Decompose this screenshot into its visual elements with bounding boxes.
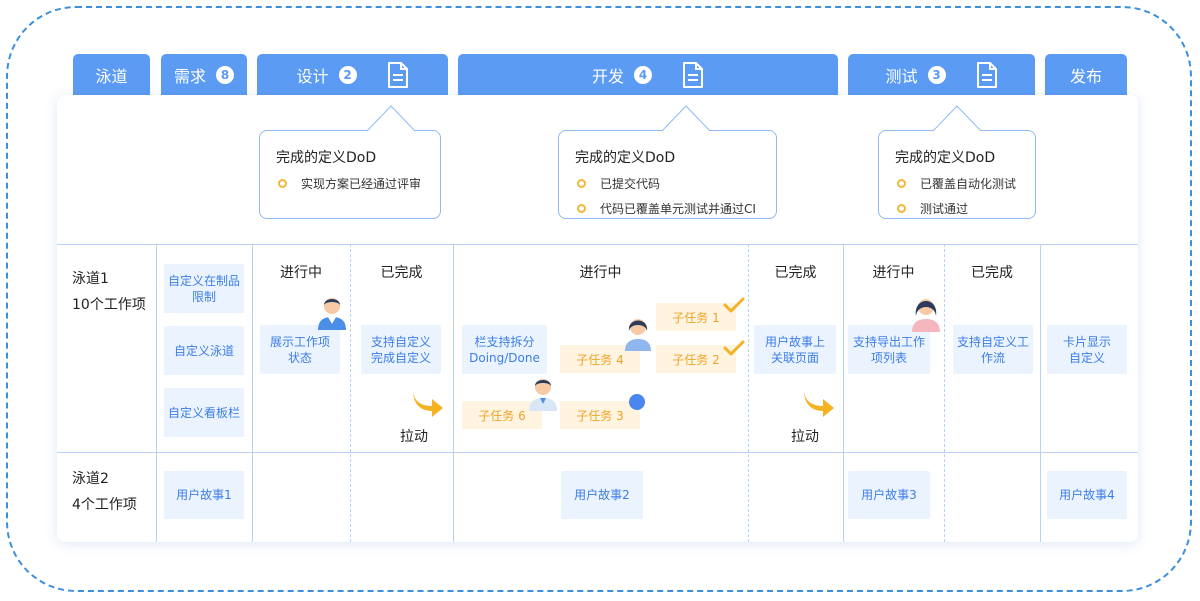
subtask-card[interactable]: 子任务 3: [560, 401, 640, 429]
column-title-design-done: 已完成: [380, 265, 423, 281]
header-development-label: 开发: [591, 67, 624, 86]
header-release[interactable]: 发布: [1045, 54, 1127, 96]
callout-pointer: [366, 105, 416, 132]
header-requirements-label: 需求: [173, 67, 206, 86]
column-title-test-doing: 进行中: [872, 265, 915, 281]
work-item-card[interactable]: 展示工作项状态: [260, 325, 340, 374]
header-lane-label: 泳道: [95, 67, 128, 86]
subtask-card[interactable]: 子任务 6: [462, 401, 542, 429]
bullet-icon: [577, 179, 586, 188]
grid-line: [252, 244, 253, 542]
grid-line: [57, 452, 1138, 453]
user-story-card[interactable]: 用户故事2: [561, 471, 643, 519]
work-item-card[interactable]: 用户故事上关联页面: [754, 325, 836, 374]
subtask-card[interactable]: 子任务 1: [656, 303, 736, 331]
work-item-card[interactable]: 支持自定义工作流: [953, 325, 1033, 374]
document-icon[interactable]: [682, 62, 704, 88]
column-title-design-doing: 进行中: [280, 265, 322, 281]
bullet-icon: [897, 179, 906, 188]
checkmark-icon: [723, 340, 745, 356]
dod-item: 代码已覆盖单元测试并通过CI: [575, 200, 760, 217]
dod-item: 实现方案已经通过评审: [276, 175, 424, 192]
dod-title: 完成的定义DoD: [276, 150, 377, 166]
document-icon[interactable]: [387, 62, 409, 88]
work-item-card[interactable]: 卡片显示自定义: [1047, 325, 1127, 374]
header-requirements[interactable]: 需求 8: [161, 54, 247, 96]
header-release-label: 发布: [1069, 67, 1102, 86]
work-item-card[interactable]: 栏支持拆分Doing/Done: [462, 325, 547, 374]
woman-avatar-icon: [912, 299, 940, 332]
header-design-label: 设计: [296, 67, 329, 86]
dod-callout-testing: 完成的定义DoD 已覆盖自动化测试 测试通过: [878, 130, 1036, 219]
column-title-dev-done: 已完成: [774, 265, 817, 281]
grid-line: [57, 244, 1138, 245]
work-item-card[interactable]: 自定义看板栏: [164, 388, 244, 437]
user-story-card[interactable]: 用户故事3: [848, 471, 930, 519]
grid-line: [944, 244, 945, 542]
woman-avatar-icon: [625, 319, 651, 351]
dod-title: 完成的定义DoD: [895, 150, 996, 166]
design-count-badge: 2: [338, 66, 357, 84]
work-item-card[interactable]: 支持导出工作项列表: [848, 325, 930, 374]
column-title-dev-doing: 进行中: [579, 265, 622, 281]
pull-label: 拉动: [791, 429, 819, 445]
dod-item: 已覆盖自动化测试: [895, 175, 1019, 192]
man-avatar-icon: [318, 298, 346, 330]
callout-pointer: [661, 105, 711, 132]
column-title-test-done: 已完成: [971, 265, 1013, 281]
development-count-badge: 4: [634, 66, 652, 84]
dod-title: 完成的定义DoD: [575, 150, 676, 166]
bullet-icon: [278, 179, 287, 188]
header-design[interactable]: 设计 2: [257, 54, 448, 96]
dod-item: 测试通过: [895, 200, 1019, 217]
dod-item: 已提交代码: [575, 175, 760, 192]
work-item-card[interactable]: 自定义泳道: [164, 326, 244, 375]
header-testing[interactable]: 测试 3: [848, 54, 1035, 96]
header-lane[interactable]: 泳道: [73, 54, 150, 96]
testing-count-badge: 3: [927, 66, 946, 84]
dashed-frame: [6, 6, 1192, 592]
work-item-card[interactable]: 自定义在制品限制: [164, 264, 244, 313]
pull-arrow-icon: [804, 391, 834, 417]
dod-callout-development: 完成的定义DoD 已提交代码 代码已覆盖单元测试并通过CI: [558, 130, 777, 219]
dod-callout-design: 完成的定义DoD 实现方案已经通过评审: [259, 130, 441, 219]
pull-label: 拉动: [400, 429, 428, 445]
man-avatar-icon: [529, 379, 557, 411]
user-story-card[interactable]: 用户故事1: [164, 471, 244, 519]
bullet-icon: [577, 204, 586, 213]
document-icon[interactable]: [976, 62, 998, 88]
subtask-card[interactable]: 子任务 2: [656, 345, 736, 373]
user-story-card[interactable]: 用户故事4: [1047, 471, 1127, 519]
header-testing-label: 测试: [885, 67, 918, 86]
checkmark-icon: [723, 297, 745, 313]
grid-line: [748, 244, 749, 542]
callout-pointer: [932, 105, 982, 132]
bullet-icon: [897, 204, 906, 213]
grid-line: [453, 244, 454, 542]
grid-line: [843, 244, 844, 542]
grid-line: [1040, 244, 1041, 542]
requirements-count-badge: 8: [216, 66, 234, 84]
pull-arrow-icon: [413, 391, 443, 417]
grid-line: [156, 244, 157, 542]
header-development[interactable]: 开发 4: [458, 54, 838, 96]
work-item-card[interactable]: 支持自定义完成自定义: [361, 325, 441, 374]
grid-line: [350, 244, 351, 542]
status-dot: [629, 394, 645, 410]
